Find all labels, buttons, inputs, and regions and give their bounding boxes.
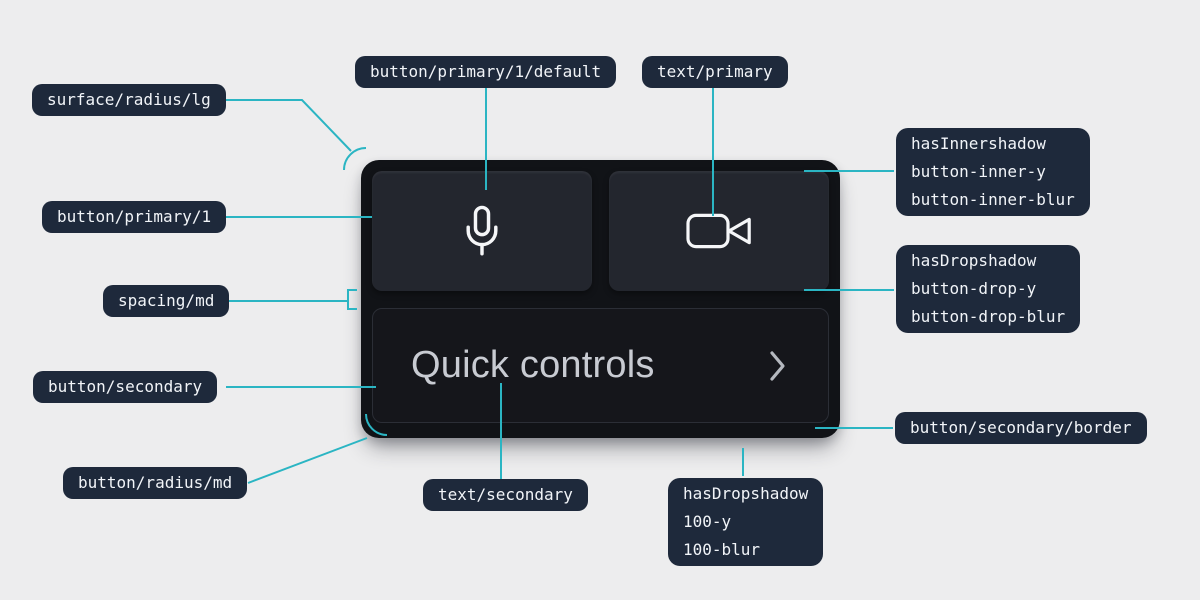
connector-surface-radius-lg (226, 99, 352, 152)
annotation-line: button-inner-blur (911, 190, 1075, 209)
annotation-button-secondary: button/secondary (33, 371, 218, 403)
annotation-line: button-inner-y (911, 162, 1046, 181)
annotation-line: hasDropshadow (911, 251, 1037, 270)
annotation-has-innershadow: hasInnershadow button-inner-y button-inn… (896, 128, 1090, 216)
annotation-button-primary-default: button/primary/1/default (355, 56, 617, 88)
quick-controls-button[interactable]: Quick controls (372, 308, 829, 423)
annotation-line: hasInnershadow (911, 134, 1046, 153)
quick-settings-card: Quick controls (361, 160, 840, 438)
annotation-spacing-md: spacing/md (103, 285, 230, 317)
annotation-button-secondary-border: button/secondary/border (895, 412, 1147, 444)
annotation-line: 100-y (683, 512, 732, 531)
annotation-line: 100-blur (683, 540, 761, 559)
annotation-line: button-drop-y (911, 279, 1037, 298)
annotation-surface-radius-lg: surface/radius/lg (32, 84, 226, 116)
chevron-right-icon (770, 350, 785, 381)
video-button[interactable] (609, 171, 829, 291)
connector-surface-radius-arc (343, 147, 367, 171)
annotation-has-dropshadow-button: hasDropshadow button-drop-y button-drop-… (896, 245, 1081, 333)
quick-controls-label: Quick controls (411, 344, 655, 386)
connector-button-radius-md (247, 437, 368, 484)
annotation-button-primary-1: button/primary/1 (42, 201, 227, 233)
microphone-icon (466, 205, 498, 256)
annotation-text-secondary: text/secondary (423, 479, 588, 511)
annotation-button-radius-md: button/radius/md (63, 467, 248, 499)
video-camera-icon (686, 213, 751, 249)
connector-spacing-md-bracket (347, 289, 357, 310)
annotation-text-primary: text/primary (642, 56, 788, 88)
annotation-line: button-drop-blur (911, 307, 1066, 326)
mic-button[interactable] (372, 171, 592, 291)
annotation-line: hasDropshadow (683, 484, 809, 503)
annotation-has-dropshadow-100: hasDropshadow 100-y 100-blur (668, 478, 824, 566)
